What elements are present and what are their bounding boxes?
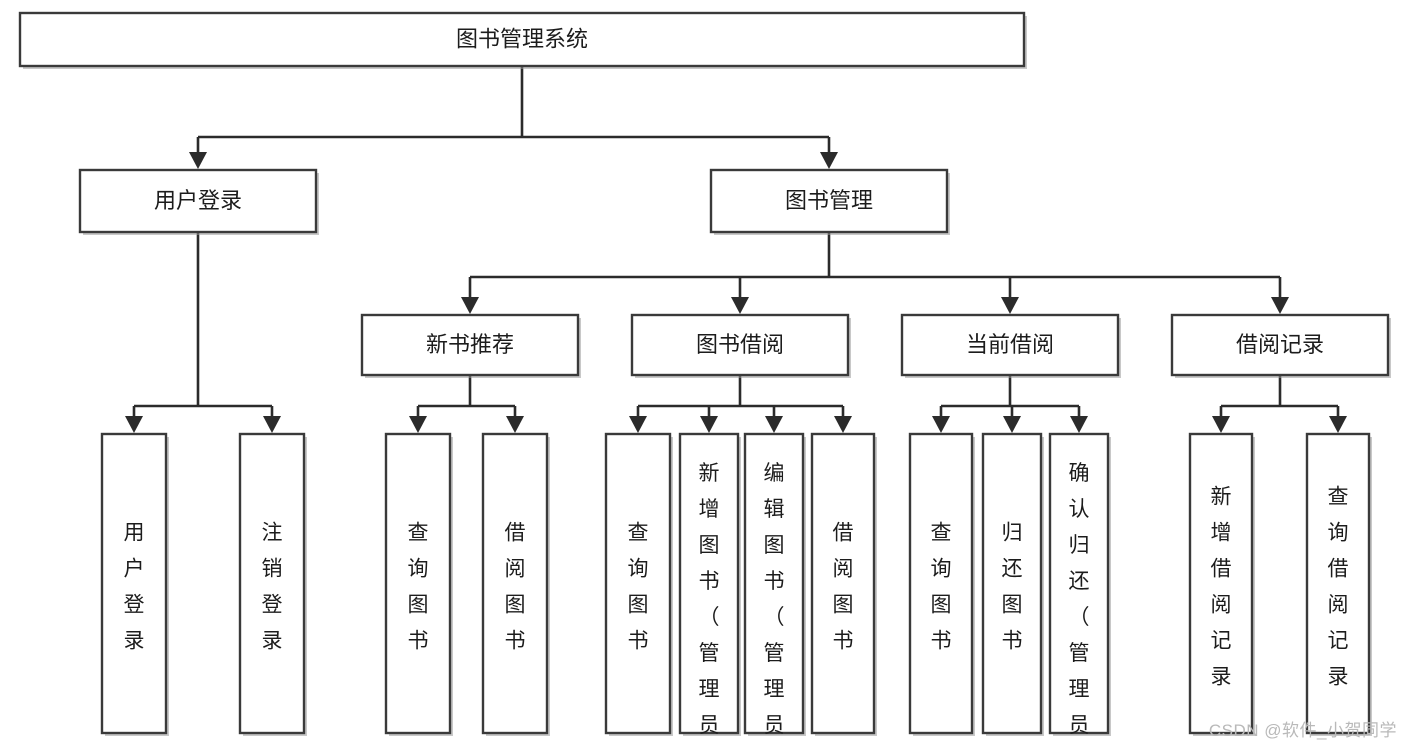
node-box[interactable] [360, 313, 580, 377]
node-label: 查询图书 [931, 522, 952, 653]
node-box[interactable] [900, 313, 1120, 377]
node-level3-1[interactable]: 图书借阅 [630, 313, 851, 378]
node-box[interactable] [1188, 432, 1254, 735]
node-leaf-7[interactable]: 借阅图书 [810, 432, 877, 736]
node-box[interactable] [100, 432, 168, 735]
node-leaf-2[interactable]: 查询图书 [384, 432, 453, 736]
arrow-head-icon [765, 416, 783, 433]
node-box[interactable] [384, 432, 452, 735]
arrow-head-icon [1001, 297, 1019, 314]
arrow-head-icon [1329, 416, 1347, 433]
node-label: 注销登录 [262, 522, 283, 653]
arrow-head-icon [820, 152, 838, 169]
arrow-head-icon [932, 416, 950, 433]
arrow-head-icon [125, 416, 143, 433]
node-label: 借阅图书 [505, 522, 526, 653]
node-box[interactable] [908, 432, 974, 735]
node-label: 确认归还（管理员） [1069, 462, 1090, 747]
node-leaf-6[interactable]: 编辑图书（管理员） [743, 432, 806, 747]
node-leaf-10[interactable]: 确认归还（管理员） [1048, 432, 1111, 747]
node-leaf-5[interactable]: 新增图书（管理员） [678, 432, 741, 747]
node-leaf-1[interactable]: 注销登录 [238, 432, 307, 736]
arrow-head-icon [731, 297, 749, 314]
arrow-head-icon [629, 416, 647, 433]
connector-layer [125, 66, 1347, 433]
node-label: 图书借阅 [696, 332, 784, 357]
node-label: 借阅图书 [833, 522, 854, 653]
node-level2-1[interactable]: 图书管理 [709, 168, 950, 235]
node-box[interactable] [709, 168, 949, 234]
node-label: 新增图书（管理员） [699, 462, 720, 747]
node-box[interactable] [18, 11, 1026, 68]
node-box[interactable] [481, 432, 549, 735]
arrow-head-icon [1003, 416, 1021, 433]
node-level3-0[interactable]: 新书推荐 [360, 313, 581, 378]
node-label: 归还图书 [1002, 522, 1023, 653]
node-box[interactable] [1305, 432, 1371, 735]
node-level2-0[interactable]: 用户登录 [78, 168, 319, 235]
node-label: 查询图书 [408, 522, 429, 653]
arrow-head-icon [461, 297, 479, 314]
node-label: 用户登录 [154, 188, 242, 213]
arrow-head-icon [1070, 416, 1088, 433]
node-leaf-11[interactable]: 新增借阅记录 [1188, 432, 1255, 736]
node-label: 查询图书 [628, 522, 649, 653]
arrow-head-icon [1271, 297, 1289, 314]
node-box[interactable] [981, 432, 1043, 735]
node-leaf-4[interactable]: 查询图书 [604, 432, 673, 736]
node-box[interactable] [678, 432, 740, 735]
node-box[interactable] [238, 432, 306, 735]
node-leaf-0[interactable]: 用户登录 [100, 432, 169, 736]
node-box[interactable] [743, 432, 805, 735]
node-leaf-9[interactable]: 归还图书 [981, 432, 1044, 736]
node-box[interactable] [1048, 432, 1110, 735]
arrow-head-icon [506, 416, 524, 433]
arrow-head-icon [700, 416, 718, 433]
node-label: 新增借阅记录 [1211, 486, 1232, 689]
node-label: 新书推荐 [426, 332, 514, 357]
node-box[interactable] [604, 432, 672, 735]
arrow-head-icon [834, 416, 852, 433]
node-label: 查询借阅记录 [1328, 486, 1349, 689]
node-layer: 图书管理系统用户登录图书管理新书推荐图书借阅当前借阅借阅记录用户登录注销登录查询… [18, 11, 1391, 747]
node-level3-3[interactable]: 借阅记录 [1170, 313, 1391, 378]
node-box[interactable] [1170, 313, 1390, 377]
arrow-head-icon [263, 416, 281, 433]
node-label: 当前借阅 [966, 332, 1054, 357]
arrow-head-icon [1212, 416, 1230, 433]
node-box[interactable] [630, 313, 850, 377]
arrow-head-icon [189, 152, 207, 169]
node-label: 借阅记录 [1236, 332, 1324, 357]
node-box[interactable] [78, 168, 318, 234]
node-level3-2[interactable]: 当前借阅 [900, 313, 1121, 378]
node-leaf-12[interactable]: 查询借阅记录 [1305, 432, 1372, 736]
node-label: 图书管理系统 [456, 26, 588, 51]
node-box[interactable] [810, 432, 876, 735]
node-root-0[interactable]: 图书管理系统 [18, 11, 1027, 69]
node-leaf-3[interactable]: 借阅图书 [481, 432, 550, 736]
arrow-head-icon [409, 416, 427, 433]
node-label: 图书管理 [785, 188, 873, 213]
node-label: 用户登录 [124, 522, 145, 653]
node-leaf-8[interactable]: 查询图书 [908, 432, 975, 736]
node-label: 编辑图书（管理员） [764, 462, 785, 747]
